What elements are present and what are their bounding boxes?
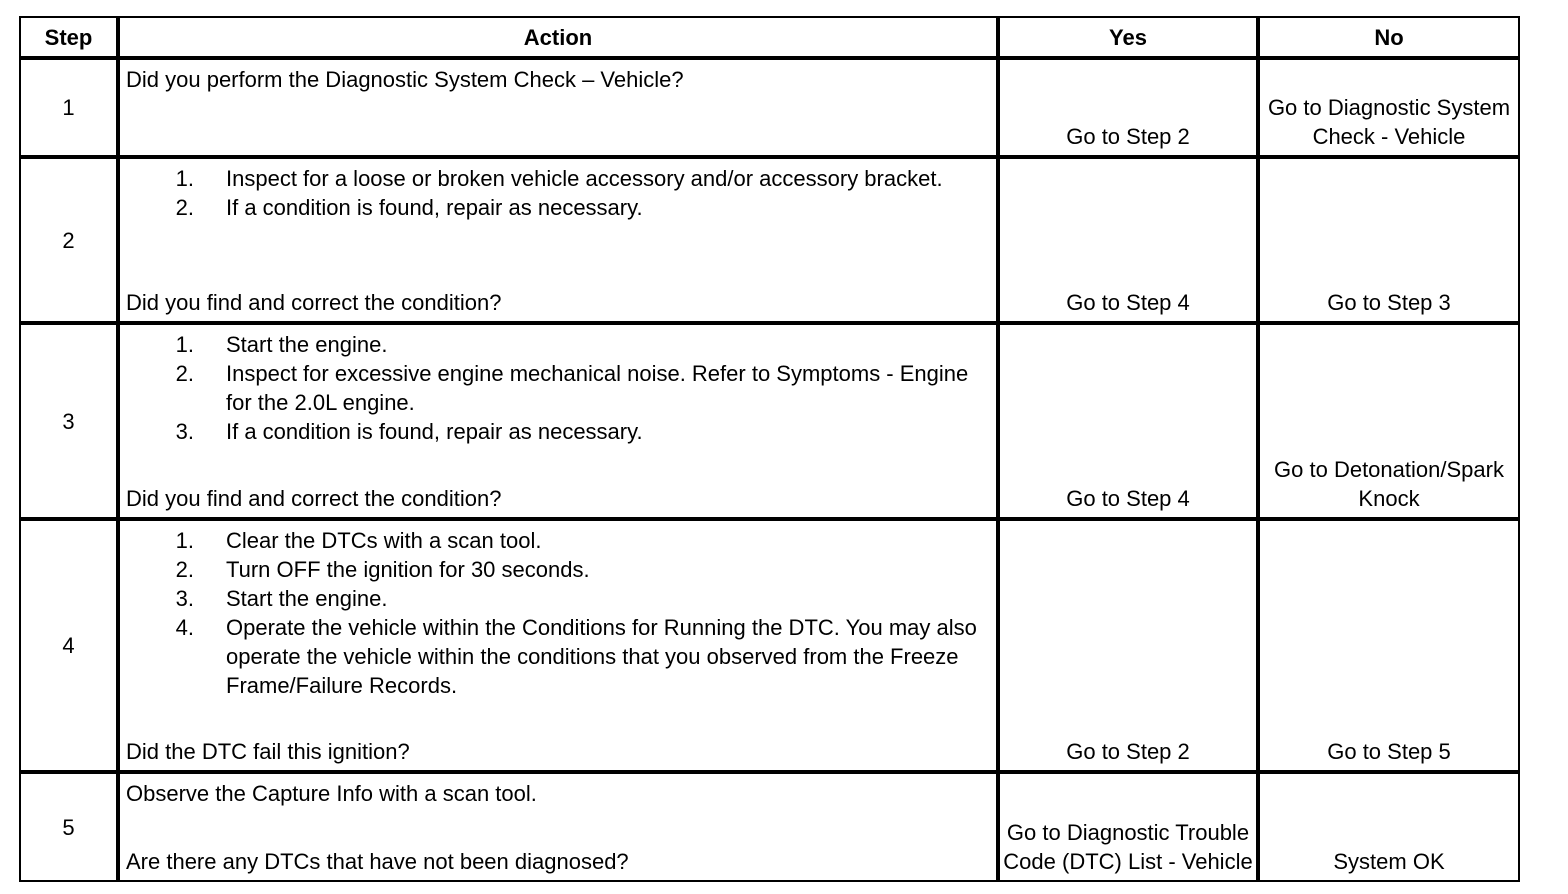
action-cell: 1. Inspect for a loose or broken vehicle …: [118, 157, 998, 323]
yes-result: Go to Diagnostic Trouble Code (DTC) List…: [998, 772, 1258, 882]
list-item-text: Operate the vehicle within the Condition…: [226, 615, 977, 698]
header-row: Step Action Yes No: [19, 16, 1520, 58]
action-cell: Observe the Capture Info with a scan too…: [118, 772, 998, 882]
no-result: Go to Step 3: [1258, 157, 1520, 323]
step-number: 3: [19, 323, 118, 519]
list-item: 3. Start the engine.: [126, 584, 990, 613]
action-question: Did you find and correct the condition?: [126, 486, 502, 511]
no-result: Go to Step 5: [1258, 519, 1520, 772]
list-item-number: 1.: [175, 166, 194, 191]
yes-result: Go to Step 4: [998, 323, 1258, 519]
action-steps-list: 1. Inspect for a loose or broken vehicle …: [126, 159, 990, 222]
table-row: 5 Observe the Capture Info with a scan to…: [19, 772, 1520, 882]
list-item-text: Start the engine.: [226, 332, 388, 357]
list-item-text: If a condition is found, repair as neces…: [226, 419, 643, 444]
list-item: 4. Operate the vehicle within the Conditi…: [126, 613, 990, 700]
step-number: 5: [19, 772, 118, 882]
list-item: 2. Inspect for excessive engine mechanica…: [126, 359, 990, 417]
diagnostic-table: Step Action Yes No 1 Did you perform the …: [19, 16, 1520, 882]
list-item-number: 3.: [175, 419, 194, 444]
list-item: 1. Start the engine.: [126, 330, 990, 359]
yes-result: Go to Step 4: [998, 157, 1258, 323]
action-question: Are there any DTCs that have not been di…: [126, 849, 629, 874]
list-item: 2. If a condition is found, repair as nec…: [126, 193, 990, 222]
yes-result: Go to Step 2: [998, 519, 1258, 772]
no-result: System OK: [1258, 772, 1520, 882]
list-item-text: Clear the DTCs with a scan tool.: [226, 528, 542, 553]
no-result: Go to Detonation/Spark Knock: [1258, 323, 1520, 519]
list-item-text: If a condition is found, repair as neces…: [226, 195, 643, 220]
table-row: 1 Did you perform the Diagnostic System C…: [19, 58, 1520, 157]
list-item: 1. Clear the DTCs with a scan tool.: [126, 526, 990, 555]
action-cell: Did you perform the Diagnostic System Ch…: [118, 58, 998, 157]
list-item-number: 2.: [175, 361, 194, 386]
list-item-number: 2.: [175, 195, 194, 220]
no-result: Go to Diagnostic System Check - Vehicle: [1258, 58, 1520, 157]
table-row: 3 1. Start the engine. 2. Inspect for excess…: [19, 323, 1520, 519]
action-steps-list: 1. Clear the DTCs with a scan tool. 2. Turn…: [126, 521, 990, 700]
list-item-text: Inspect for excessive engine mechanical …: [226, 361, 969, 415]
header-action: Action: [118, 16, 998, 58]
action-cell: 1. Start the engine. 2. Inspect for excessi…: [118, 323, 998, 519]
header-no: No: [1258, 16, 1520, 58]
action-intro: Observe the Capture Info with a scan too…: [126, 781, 537, 806]
table-row: 2 1. Inspect for a loose or broken vehicle…: [19, 157, 1520, 323]
list-item-text: Start the engine.: [226, 586, 388, 611]
header-step: Step: [19, 16, 118, 58]
list-item-number: 1.: [175, 332, 194, 357]
header-yes: Yes: [998, 16, 1258, 58]
action-intro: Did you perform the Diagnostic System Ch…: [126, 67, 684, 92]
list-item-text: Inspect for a loose or broken vehicle ac…: [226, 166, 943, 191]
step-number: 4: [19, 519, 118, 772]
list-item: 3. If a condition is found, repair as nec…: [126, 417, 990, 446]
action-cell: 1. Clear the DTCs with a scan tool. 2. Turn…: [118, 519, 998, 772]
list-item-number: 3.: [175, 586, 194, 611]
action-question: Did the DTC fail this ignition?: [126, 739, 410, 764]
step-number: 2: [19, 157, 118, 323]
list-item-number: 4.: [175, 615, 194, 640]
action-steps-list: 1. Start the engine. 2. Inspect for excessi…: [126, 325, 990, 446]
table-row: 4 1. Clear the DTCs with a scan tool. 2. Tur…: [19, 519, 1520, 772]
list-item: 2. Turn OFF the ignition for 30 seconds.: [126, 555, 990, 584]
list-item: 1. Inspect for a loose or broken vehicle …: [126, 164, 990, 193]
list-item-number: 2.: [175, 557, 194, 582]
list-item-text: Turn OFF the ignition for 30 seconds.: [226, 557, 590, 582]
action-question: Did you find and correct the condition?: [126, 290, 502, 315]
yes-result: Go to Step 2: [998, 58, 1258, 157]
step-number: 1: [19, 58, 118, 157]
list-item-number: 1.: [175, 528, 194, 553]
